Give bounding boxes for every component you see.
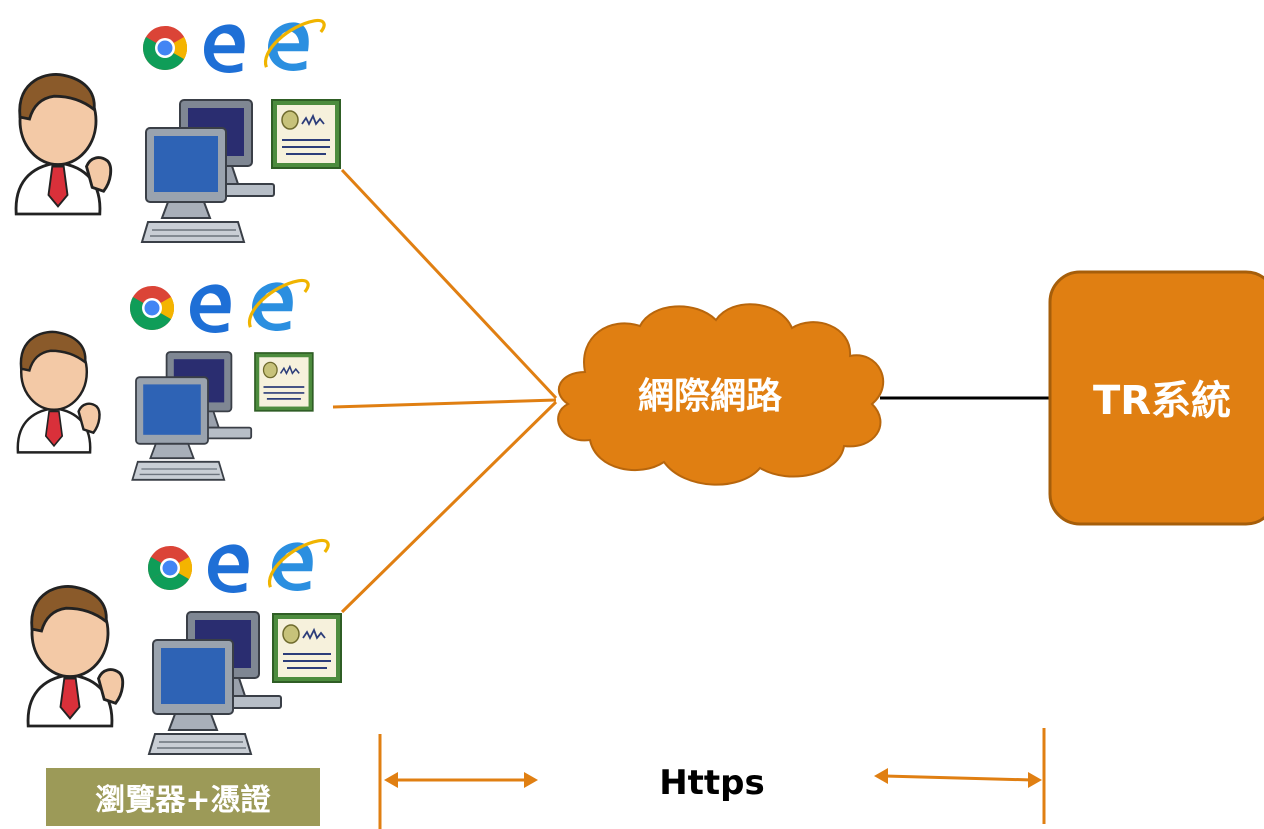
span-right-arrowhead-left [874,768,888,784]
chrome-icon [148,546,192,590]
edge-icon [208,544,249,593]
edge-icon [190,284,231,333]
browser-icons [143,18,326,73]
client-label: 瀏覽器+憑證 [95,783,271,818]
https-span: Https [378,728,1046,829]
span-left-arrowhead-left [384,772,398,788]
internet-cloud: 網際網路 [557,303,885,486]
connector-client-3 [340,400,558,614]
certificate-icon [254,352,314,412]
ie-icon [267,538,330,593]
edge-icon [204,24,245,73]
browser-icons [130,278,310,333]
chrome-icon [130,286,174,330]
client-2 [16,278,314,481]
client-label-box: 瀏覽器+憑證 [46,768,320,826]
chrome-icon [143,26,187,70]
span-right-arrowhead-right [1028,772,1042,788]
certificate-icon [271,99,341,169]
computer-icon [131,351,253,481]
internet-label: 網際網路 [638,376,783,417]
ie-icon [263,18,326,73]
connector-client-2 [332,398,557,409]
client-1 [14,18,341,243]
protocol-label: Https [659,763,765,803]
span-right-arrow [885,774,1033,782]
tr-system-label: TR系統 [1093,378,1231,424]
ie-icon [247,278,310,333]
tr-system: TR系統 [1048,270,1264,526]
connector-client-1 [340,168,558,400]
client-3 [26,538,342,755]
user-avatar-icon [26,584,125,728]
user-avatar-icon [16,330,101,454]
computer-icon [148,611,282,755]
span-left-arrowhead-right [524,772,538,788]
browser-icons [148,538,330,593]
user-avatar-icon [14,72,113,216]
computer-icon [141,99,275,243]
certificate-icon [272,613,342,683]
